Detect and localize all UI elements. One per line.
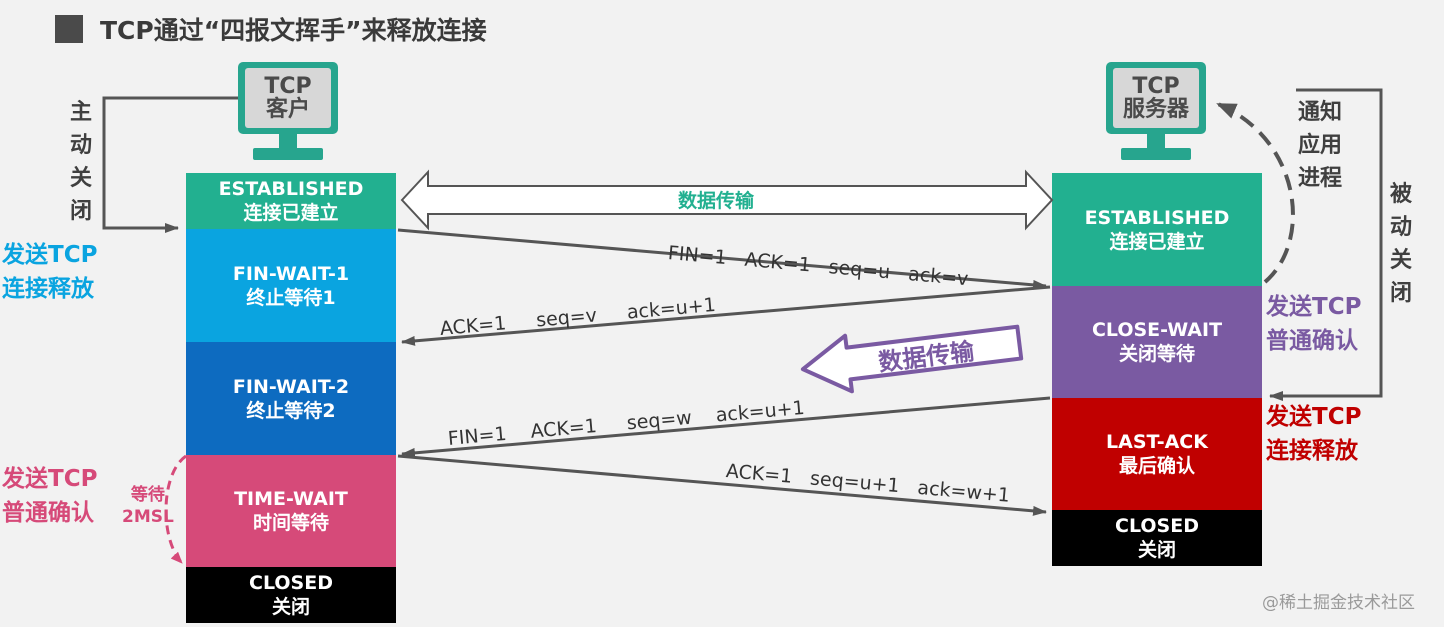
- client-label-line1: TCP: [264, 74, 312, 99]
- segment-fin-2: [401, 396, 1051, 458]
- segment-fin-1: [397, 228, 1047, 290]
- data-transfer-label: 数据传输: [678, 190, 755, 212]
- passive-close-connector: [1269, 88, 1383, 401]
- segment-ack-1: [401, 285, 1051, 346]
- segment-ack-2: [397, 454, 1047, 516]
- data-transfer-double-arrow: [400, 169, 1054, 231]
- diagram-title: TCP通过“四报文挥手”来释放连接: [100, 16, 487, 45]
- watermark: @稀土掘金技术社区: [1262, 593, 1415, 613]
- notify-app-label: 通知 应用 进程: [1298, 100, 1343, 191]
- notify-app-dashed-arrow: [1216, 102, 1295, 284]
- title-square-icon: [55, 15, 83, 43]
- server-data-transfer-callout-arrow: [800, 324, 1024, 394]
- client-label-line2: 客户: [265, 97, 310, 122]
- server-label-line1: TCP: [1132, 74, 1180, 99]
- client-computer-icon: TCP 客户: [238, 62, 338, 160]
- active-close-label: 主 动 关 闭: [69, 100, 92, 224]
- server-label-line2: 服务器: [1122, 97, 1189, 122]
- active-close-connector: [102, 96, 238, 233]
- server-computer-icon: TCP 服务器: [1106, 62, 1206, 160]
- passive-close-label: 被 动 关 闭: [1388, 178, 1414, 310]
